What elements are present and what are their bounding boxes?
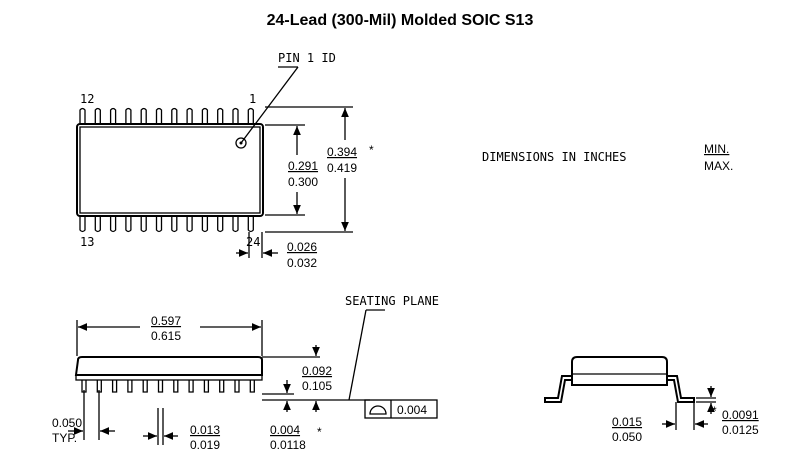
overall-width-note: *: [369, 143, 374, 157]
height-min: 0.092: [302, 364, 332, 378]
lead: [125, 216, 132, 233]
lead: [155, 216, 163, 233]
standoff-min: 0.004: [270, 423, 300, 437]
lead: [157, 380, 164, 393]
side-view: 0.597 0.615 0.092 0.105 SEATING PLANE 0.…: [52, 294, 439, 452]
lead: [232, 107, 239, 124]
lead: [109, 107, 117, 124]
length-max: 0.615: [151, 329, 181, 343]
units-legend: DIMENSIONS IN INCHES MIN. MAX.: [482, 142, 733, 173]
foot-length-max: 0.050: [612, 430, 642, 444]
lead: [186, 216, 193, 233]
lead: [201, 216, 209, 233]
units-max: MAX.: [704, 159, 733, 173]
lead: [188, 380, 194, 393]
units-min: MIN.: [704, 142, 729, 156]
pin1-indicator-icon: [235, 137, 247, 149]
end-lead-thickness-min: 0.0091: [722, 408, 759, 422]
units-text: DIMENSIONS IN INCHES: [482, 150, 627, 164]
lead: [171, 216, 178, 233]
end-lead-left: [544, 375, 572, 403]
lead: [125, 107, 132, 124]
lead: [127, 380, 133, 393]
lead-width-max: 0.032: [287, 256, 317, 270]
body-width-max: 0.300: [288, 175, 318, 189]
lead-width-min: 0.026: [287, 240, 317, 254]
body-width-min: 0.291: [288, 159, 318, 173]
lead: [247, 216, 254, 233]
end-lead-thickness-note: *: [712, 404, 717, 418]
lead: [111, 380, 118, 393]
coplanarity-frame: [364, 399, 438, 419]
package-body-outline: [76, 123, 264, 217]
lead-thickness-max: 0.019: [190, 438, 220, 452]
pitch-value: 0.050: [52, 416, 82, 430]
lead: [219, 380, 225, 393]
top-leads: [79, 107, 254, 124]
end-view: 0.015 0.050 0.0091 0.0125 *: [544, 356, 759, 444]
end-lead-thickness-max: 0.0125: [722, 423, 759, 437]
lead: [94, 216, 101, 233]
drawing-title: 24-Lead (300-Mil) Molded SOIC S13: [267, 12, 534, 29]
side-body: [74, 356, 263, 376]
foot-length-min: 0.015: [612, 415, 642, 429]
lead: [232, 216, 239, 233]
lead: [217, 216, 224, 233]
pin-label-1: 1: [249, 92, 256, 106]
seating-plane-label: SEATING PLANE: [345, 294, 439, 308]
lead: [79, 107, 86, 124]
lead: [217, 107, 224, 124]
pin1-id-label: PIN 1 ID: [278, 51, 336, 65]
pin-label-13: 13: [80, 235, 94, 249]
lead-thickness-min: 0.013: [190, 423, 220, 437]
lead: [247, 107, 254, 124]
standoff-note: *: [317, 425, 322, 439]
pitch-note: TYP.: [52, 431, 77, 445]
lead: [249, 380, 255, 393]
coplanarity-value: 0.004: [397, 403, 427, 417]
standoff-max: 0.0118: [270, 438, 306, 452]
lead: [234, 380, 240, 393]
pin-label-12: 12: [80, 92, 94, 106]
overall-width-max: 0.419: [327, 161, 357, 175]
side-leads: [81, 380, 255, 393]
bottom-leads: [79, 216, 254, 233]
lead: [155, 107, 163, 124]
lead: [140, 107, 147, 124]
length-min: 0.597: [151, 314, 181, 328]
lead: [79, 216, 86, 233]
lead: [201, 107, 209, 124]
coplanarity-icon: [369, 405, 387, 415]
lead: [173, 380, 179, 393]
lead: [186, 107, 193, 124]
end-lead-right: [667, 375, 695, 403]
lead: [142, 380, 148, 393]
lead: [171, 107, 178, 124]
lead: [203, 380, 210, 393]
overall-width-min: 0.394: [327, 145, 357, 159]
package-body-inner: [79, 126, 261, 214]
lead: [94, 107, 101, 124]
end-body: [571, 356, 668, 386]
height-max: 0.105: [302, 379, 332, 393]
pin-label-24: 24: [246, 235, 260, 249]
top-view: PIN 1 ID 12 1 13 24 0.291 0.300 0.394 0.…: [76, 51, 374, 270]
lead: [140, 216, 147, 233]
lead: [109, 216, 117, 233]
